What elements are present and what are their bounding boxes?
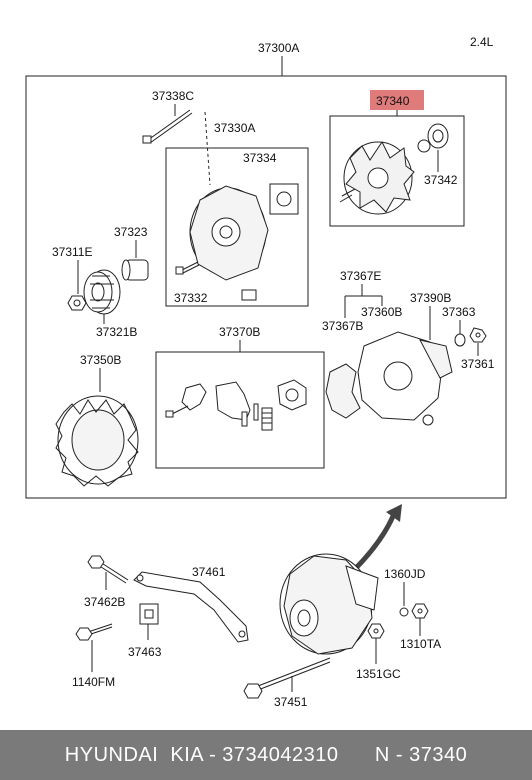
terminal-parts-drawing xyxy=(454,327,487,347)
engine-label: 2.4L xyxy=(470,35,494,49)
rotor-drawing xyxy=(339,123,449,215)
label-1351GC: 1351GC xyxy=(356,667,401,681)
brace-drawing xyxy=(133,571,249,643)
front-bracket-drawing xyxy=(189,183,299,301)
label-37300A: 37300A xyxy=(258,41,299,55)
brace-block-drawing xyxy=(139,603,159,625)
footer-part-text: HYUNDAI KIA - 3734042310 N - 37340 xyxy=(64,743,468,766)
through-bolt-drawing xyxy=(142,109,193,144)
mount-bolt-small-drawing xyxy=(75,623,113,641)
label-37463: 37463 xyxy=(128,645,162,659)
adjust-bolt-drawing xyxy=(87,555,129,584)
label-37311E: 37311E xyxy=(52,245,92,259)
alternator-exploded-diagram: 2.4L 37300A 37340 37342 37338C 37330A 37… xyxy=(25,35,507,709)
leader-37367E xyxy=(344,284,383,318)
highlight-rotor-label xyxy=(370,90,424,110)
bolt-37332-drawing xyxy=(175,261,200,275)
label-37367B: 37367B xyxy=(322,319,363,333)
label-37321B: 37321B xyxy=(96,325,137,339)
label-1140FM: 1140FM xyxy=(72,675,115,689)
regulator-box xyxy=(155,351,325,469)
label-37323: 37323 xyxy=(114,225,148,239)
label-37350B: 37350B xyxy=(80,353,121,367)
pulley-drawing xyxy=(83,269,121,315)
part-number-footer: HYUNDAI KIA - 3734042310 N - 37340 xyxy=(0,730,532,780)
label-37332: 37332 xyxy=(174,291,208,305)
spacer-drawing xyxy=(121,259,149,281)
label-37342: 37342 xyxy=(424,173,458,187)
label-37338C: 37338C xyxy=(152,89,194,103)
label-1310TA: 1310TA xyxy=(400,637,441,651)
label-37360B: 37360B xyxy=(361,305,402,319)
label-37334: 37334 xyxy=(243,151,277,165)
label-37363: 37363 xyxy=(442,305,476,319)
label-37451: 37451 xyxy=(274,695,308,709)
label-37330A: 37330A xyxy=(214,121,255,135)
label-37361: 37361 xyxy=(461,357,495,371)
label-37462B: 37462B xyxy=(84,595,125,609)
pulley-nut-drawing xyxy=(67,295,87,311)
stator-drawing xyxy=(55,395,139,487)
alternator-assembly-drawing xyxy=(279,553,379,655)
mount-bolt-long-drawing xyxy=(243,657,331,699)
nuts-drawing xyxy=(367,603,429,639)
assembly-arrow xyxy=(352,504,402,572)
label-37367E: 37367E xyxy=(340,269,381,283)
label-37390B: 37390B xyxy=(410,291,451,305)
regulator-drawing xyxy=(165,379,307,431)
front-bracket-box xyxy=(165,147,309,307)
label-1360JD: 1360JD xyxy=(384,567,426,581)
label-37461: 37461 xyxy=(192,565,226,579)
rear-bracket-drawing xyxy=(325,331,453,426)
label-37370B: 37370B xyxy=(219,325,260,339)
label-37340: 37340 xyxy=(376,94,410,108)
alternator-assembly-frame xyxy=(25,75,507,499)
